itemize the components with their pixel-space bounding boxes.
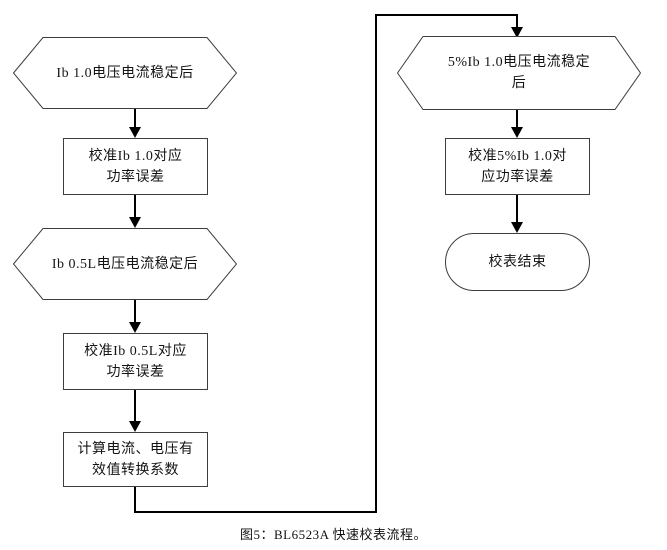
label-line: 后 bbox=[511, 76, 527, 91]
label-line: 校准5%Ib 1.0对 bbox=[468, 148, 567, 164]
arrow-head-1 bbox=[129, 127, 141, 138]
flow-node-label: 5%Ib 1.0电压电流稳定 后 bbox=[448, 52, 590, 94]
connector-segment-right bbox=[134, 511, 377, 513]
flow-node-cal-ib10: 校准Ib 1.0对应 功率误差 bbox=[63, 138, 208, 195]
flow-node-label: Ib 1.0电压电流稳定后 bbox=[56, 63, 193, 84]
label-line: 效值转换系数 bbox=[92, 462, 179, 478]
arrow-head-5 bbox=[511, 127, 523, 138]
label-line: Ib 1.0电压电流稳定后 bbox=[56, 65, 194, 81]
label-line: 校准Ib 1.0对应 bbox=[88, 148, 183, 164]
arrow-line-4 bbox=[134, 390, 136, 421]
connector-segment-top bbox=[375, 14, 518, 16]
label-line: 计算电流、电压有 bbox=[77, 441, 194, 457]
connector-arrow-head bbox=[511, 27, 523, 38]
flow-node-label: Ib 0.5L电压电流稳定后 bbox=[52, 254, 198, 275]
flow-node-cal-5pct-ib10: 校准5%Ib 1.0对 应功率误差 bbox=[445, 138, 590, 195]
flow-node-cal-ib05l: 校准Ib 0.5L对应 功率误差 bbox=[63, 333, 208, 390]
label-line: 应功率误差 bbox=[481, 169, 554, 185]
arrow-head-2 bbox=[129, 217, 141, 228]
label-line: 功率误差 bbox=[106, 364, 165, 380]
flow-node-label: 校准Ib 0.5L对应 功率误差 bbox=[84, 341, 187, 383]
label-line: 5%Ib 1.0电压电流稳定 bbox=[447, 55, 591, 70]
arrow-line-3 bbox=[134, 300, 136, 322]
arrow-line-5 bbox=[516, 110, 518, 128]
connector-segment-down bbox=[134, 487, 136, 513]
arrow-head-4 bbox=[129, 421, 141, 432]
hexagon-shape bbox=[13, 228, 237, 300]
hexagon-shape bbox=[397, 36, 641, 110]
flow-node-label: 校准5%Ib 1.0对 应功率误差 bbox=[468, 146, 567, 188]
label-line: Ib 0.5L电压电流稳定后 bbox=[51, 256, 199, 272]
label-line: 校准Ib 0.5L对应 bbox=[84, 343, 187, 359]
arrow-line-1 bbox=[134, 109, 136, 128]
arrow-line-6 bbox=[516, 195, 518, 222]
flow-node-calibration-end: 校表结束 bbox=[445, 233, 590, 291]
connector-segment-up bbox=[375, 14, 377, 513]
label-line: 校表结束 bbox=[488, 254, 547, 270]
arrow-head-3 bbox=[129, 322, 141, 333]
arrow-line-2 bbox=[134, 195, 136, 218]
flow-node-ib10-stable: Ib 1.0电压电流稳定后 bbox=[13, 37, 237, 109]
label-line: 功率误差 bbox=[106, 169, 165, 185]
flow-node-ib05l-stable: Ib 0.5L电压电流稳定后 bbox=[13, 228, 237, 300]
flow-node-5pct-ib10-stable: 5%Ib 1.0电压电流稳定 后 bbox=[397, 36, 641, 110]
hexagon-shape bbox=[13, 37, 237, 109]
flow-node-label: 校表结束 bbox=[489, 252, 547, 273]
flow-node-label: 校准Ib 1.0对应 功率误差 bbox=[89, 146, 183, 188]
arrow-head-6 bbox=[511, 222, 523, 233]
connector-segment-into-hexagon bbox=[516, 14, 518, 28]
figure-caption: 图5：BL6523A 快速校表流程。 bbox=[239, 527, 428, 542]
flow-node-label: 计算电流、电压有 效值转换系数 bbox=[78, 439, 194, 481]
flow-node-compute-rms: 计算电流、电压有 效值转换系数 bbox=[63, 432, 208, 487]
